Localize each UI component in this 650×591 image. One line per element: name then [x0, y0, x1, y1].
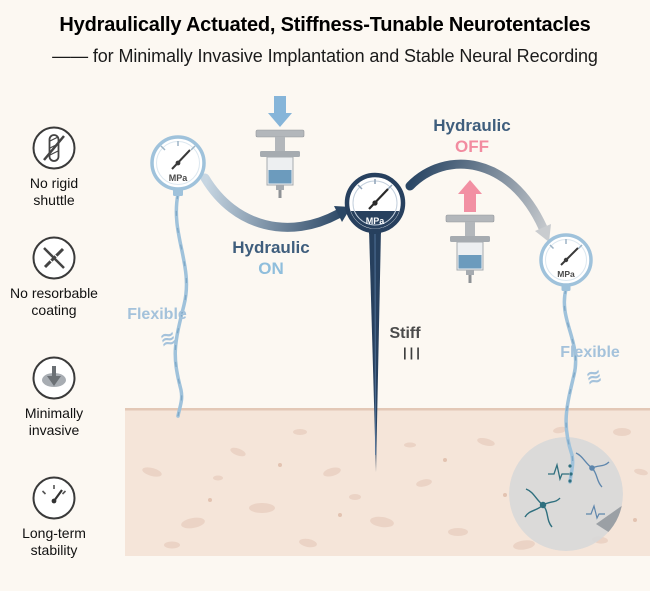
page-subtitle: —— for Minimally Invasive Implantation a…	[52, 46, 598, 66]
feature-long-term-stability: Long-term stability	[0, 476, 108, 558]
feature-label-no-rigid-shuttle: No rigid shuttle	[29, 175, 79, 208]
minimally-invasive-icon	[32, 356, 76, 400]
hydraulic-on-state: ON	[258, 259, 284, 278]
tissue-dots	[208, 458, 637, 522]
feature-minimally-invasive: Minimally invasive	[0, 356, 108, 438]
feature-label-no-resorbable-coating: No resorbable coating	[10, 285, 98, 318]
recording-zoom-inset	[509, 437, 623, 551]
tissue-speckles	[142, 426, 648, 550]
hydraulic-off-word: Hydraulic	[433, 116, 511, 135]
state-label-flexible-right: Flexible	[560, 344, 620, 361]
hydraulic-off-label: Hydraulic OFF	[414, 115, 530, 157]
hydraulic-off-state: OFF	[455, 137, 489, 156]
no-rigid-shuttle-icon	[32, 126, 76, 170]
gauge-unit-center: MPa	[366, 216, 386, 226]
page-title: Hydraulically Actuated, Stiffness-Tunabl…	[59, 14, 591, 36]
gauge-unit-left: MPa	[169, 173, 189, 183]
probe-flexible-right: MPa	[539, 233, 593, 484]
gauge-unit-right: MPa	[557, 269, 575, 279]
feature-label-minimally-invasive: Minimally invasive	[24, 405, 84, 438]
state-label-flexible-left: Flexible	[127, 306, 187, 323]
hydraulic-on-word: Hydraulic	[232, 238, 310, 257]
neuron-teal	[524, 488, 561, 528]
syringe-on-icon	[255, 129, 305, 198]
feature-label-long-term-stability: Long-term stability	[22, 525, 86, 558]
spike-trace-2	[586, 503, 605, 520]
probe-flexible-left: MPa	[150, 135, 206, 418]
no-resorbable-coating-icon	[32, 236, 76, 280]
up-arrow-icon	[458, 180, 482, 212]
header: Hydraulically Actuated, Stiffness-Tunabl…	[0, 14, 650, 67]
probe-stiff-center: MPa	[344, 172, 406, 472]
syringe-off-icon	[445, 214, 495, 283]
neuron-blue	[575, 452, 610, 488]
long-term-stability-icon	[32, 476, 76, 520]
transition-arrow-off	[405, 159, 551, 242]
spike-trace-1	[548, 462, 569, 482]
hydraulic-on-label: Hydraulic ON	[212, 237, 330, 279]
feature-no-resorbable-coating: No resorbable coating	[0, 236, 108, 318]
down-arrow-icon	[268, 96, 292, 127]
state-label-stiff: Stiff	[389, 325, 421, 342]
feature-no-rigid-shuttle: No rigid shuttle	[0, 126, 108, 208]
stiff-marks-icon: |||	[403, 345, 423, 360]
